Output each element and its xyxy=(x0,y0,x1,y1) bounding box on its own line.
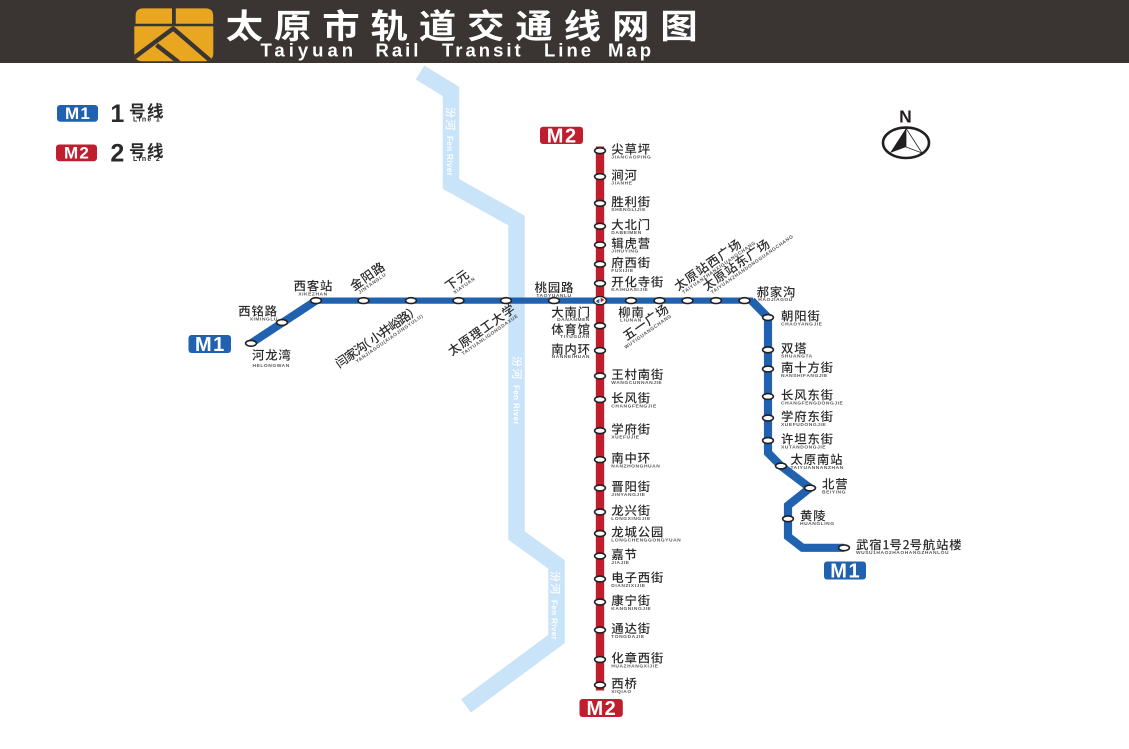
svg-text:HAOJIAGOU: HAOJIAGOU xyxy=(758,297,793,303)
svg-text:JIAJIE: JIAJIE xyxy=(611,560,629,566)
svg-text:CHANGFENGJIE: CHANGFENGJIE xyxy=(611,403,657,409)
svg-text:CHANGFENGDONGJIE: CHANGFENGDONGJIE xyxy=(781,400,844,406)
svg-text:M2: M2 xyxy=(547,126,578,148)
svg-text:JIANCAOPING: JIANCAOPING xyxy=(611,155,651,161)
svg-text:Fen River: Fen River xyxy=(445,136,454,176)
svg-text:Line 1: Line 1 xyxy=(133,117,161,124)
svg-text:HELONGWAN: HELONGWAN xyxy=(253,363,290,369)
svg-text:Map: Map xyxy=(608,40,654,61)
svg-text:WUSU1HAO2HAOHANGZHANLOU: WUSU1HAO2HAOHANGZHANLOU xyxy=(856,550,949,556)
svg-text:JIANHE: JIANHE xyxy=(611,180,632,186)
svg-text:XUEFUJIE: XUEFUJIE xyxy=(611,435,640,441)
svg-text:DANANMEN: DANANMEN xyxy=(557,317,590,323)
svg-text:XIMINGLU: XIMINGLU xyxy=(250,317,278,323)
svg-text:XIAYUAN: XIAYUAN xyxy=(452,276,476,295)
svg-text:FUXIJIE: FUXIJIE xyxy=(611,268,634,274)
svg-text:M2: M2 xyxy=(587,698,618,720)
svg-text:LIUNAN: LIUNAN xyxy=(620,318,642,324)
svg-text:Taiyuan: Taiyuan xyxy=(261,40,358,61)
svg-text:LONGCHENGGONGYUAN: LONGCHENGGONGYUAN xyxy=(611,537,681,543)
svg-text:Line: Line xyxy=(544,40,594,61)
svg-text:Transit: Transit xyxy=(442,40,524,61)
svg-text:LONGXINGJIE: LONGXINGJIE xyxy=(611,516,651,522)
svg-text:Line 2: Line 2 xyxy=(133,156,161,163)
svg-text:M1: M1 xyxy=(65,104,91,123)
svg-text:Fen River: Fen River xyxy=(511,385,520,425)
svg-text:HUANGLING: HUANGLING xyxy=(800,521,835,527)
svg-text:KAIHUASIJIE: KAIHUASIJIE xyxy=(611,287,648,293)
svg-text:TAIYUANNANZHAN: TAIYUANNANZHAN xyxy=(791,465,844,471)
svg-text:SHENGLIJIE: SHENGLIJIE xyxy=(611,207,646,213)
svg-text:M2: M2 xyxy=(64,144,90,163)
svg-text:TONGDAJIE: TONGDAJIE xyxy=(611,634,645,640)
svg-text:Fen River: Fen River xyxy=(550,600,559,640)
svg-text:TIYUGUAN: TIYUGUAN xyxy=(560,334,590,340)
svg-text:M1: M1 xyxy=(830,561,861,583)
svg-text:JIHUYING: JIHUYING xyxy=(611,249,639,255)
svg-text:Rail: Rail xyxy=(376,40,422,61)
svg-text:2: 2 xyxy=(110,140,124,168)
svg-text:SHUANGTA: SHUANGTA xyxy=(781,354,813,360)
svg-text:1: 1 xyxy=(110,100,124,128)
svg-text:BEIYING: BEIYING xyxy=(822,489,846,495)
svg-text:N: N xyxy=(899,107,912,127)
svg-text:HUAZHANGXIJIE: HUAZHANGXIJIE xyxy=(611,663,658,669)
svg-text:DABEIMEN: DABEIMEN xyxy=(611,230,641,236)
svg-text:YANJIAGOU(XIAOJINGYULU): YANJIAGOU(XIAOJINGYULU) xyxy=(355,313,425,365)
svg-text:XUEFUDONGJIE: XUEFUDONGJIE xyxy=(781,422,826,428)
svg-text:M1: M1 xyxy=(195,334,226,356)
svg-text:WANGCUNNANJIE: WANGCUNNANJIE xyxy=(611,380,662,386)
svg-text:CHAOYANGJIE: CHAOYANGJIE xyxy=(781,321,823,327)
svg-text:NANNEIHUAN: NANNEIHUAN xyxy=(552,354,590,360)
svg-text:XIQIAO: XIQIAO xyxy=(611,689,631,695)
svg-text:XUTANDONGJIE: XUTANDONGJIE xyxy=(781,444,826,450)
svg-text:NANSHIFANGJIE: NANSHIFANGJIE xyxy=(781,373,828,379)
svg-text:JINYANGJIE: JINYANGJIE xyxy=(611,492,645,498)
svg-text:DIANZIXIJIE: DIANZIXIJIE xyxy=(611,583,645,589)
svg-text:KANGNINGJIE: KANGNINGJIE xyxy=(611,606,651,612)
svg-text:NANZHONGHUAN: NANZHONGHUAN xyxy=(611,463,660,469)
svg-text:XIKEZHAN: XIKEZHAN xyxy=(298,292,327,298)
svg-text:TAOYUANLU: TAOYUANLU xyxy=(536,293,571,299)
